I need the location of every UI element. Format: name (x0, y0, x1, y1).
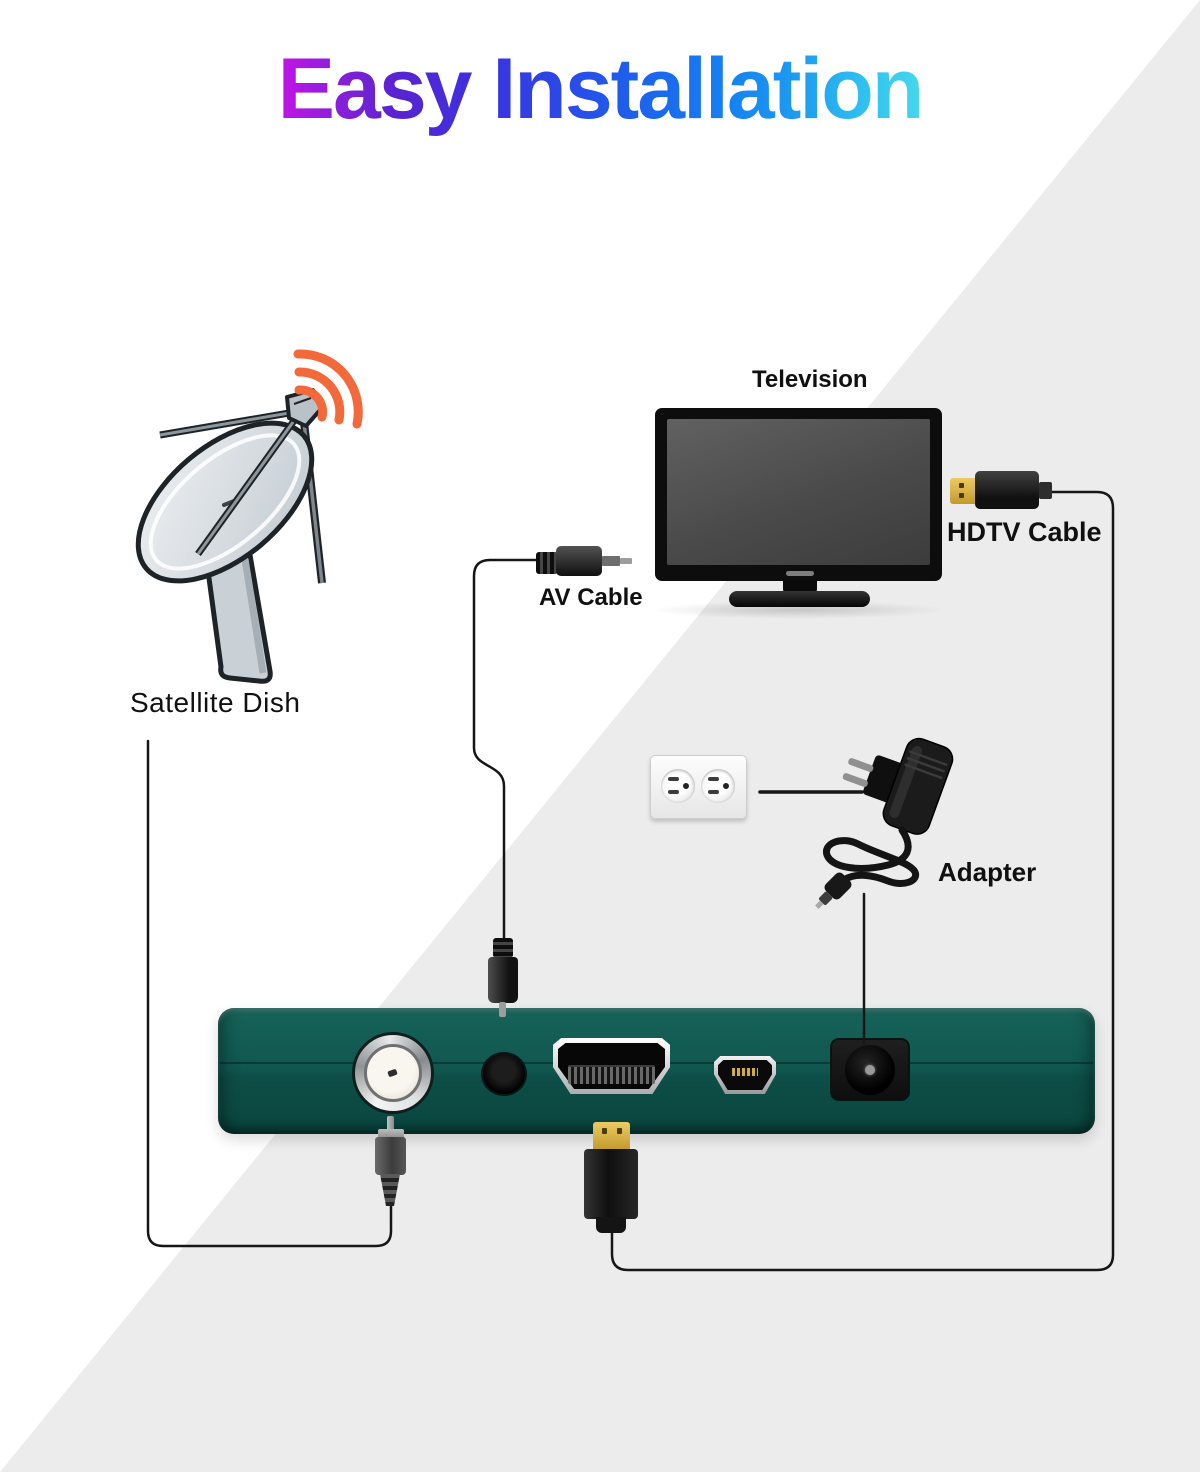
av-plug-tip (602, 556, 620, 566)
hdmi-plug-icon (950, 471, 1052, 509)
av-jack-plug-icon (536, 546, 634, 580)
av-cable-label: AV Cable (539, 584, 643, 611)
av-plug-ribs (536, 552, 558, 574)
wall-outlet-icon (650, 755, 747, 819)
av-plug-tip-end (620, 558, 632, 564)
adapter-label: Adapter (938, 857, 1037, 887)
television-label: Television (752, 366, 868, 393)
dc-power-port (830, 1038, 910, 1101)
hdmi-plug-neck (1039, 482, 1052, 499)
hdmi-plug-body (975, 471, 1039, 509)
page-title: Easy Installation (277, 41, 925, 137)
hdmi-port (553, 1038, 670, 1094)
tv-brand-mark (786, 571, 814, 576)
av-port (481, 1052, 527, 1096)
av-plug-body (556, 546, 602, 576)
hdmi-plug-gold-tip (950, 478, 976, 504)
av-plug-down-icon (486, 938, 520, 1018)
hdtv-cable-label: HDTV Cable (947, 517, 1102, 547)
tv-screen (667, 419, 930, 565)
tv-stand-base (729, 591, 870, 607)
outlet-socket (661, 769, 695, 803)
coax-lnb-port (352, 1032, 434, 1114)
dish-reflector (135, 420, 315, 584)
hdmi-cable-connector-icon (584, 1122, 638, 1234)
coax-cable-connector-icon (374, 1116, 408, 1208)
signal-waves-icon (293, 349, 363, 429)
dish-stand (201, 538, 273, 684)
outlet-socket (701, 769, 735, 803)
satellite-dish-label: Satellite Dish (130, 687, 301, 718)
mini-usb-port (714, 1056, 776, 1094)
receiver-box (218, 1008, 1095, 1134)
satellite-dish-illustration (135, 349, 363, 684)
